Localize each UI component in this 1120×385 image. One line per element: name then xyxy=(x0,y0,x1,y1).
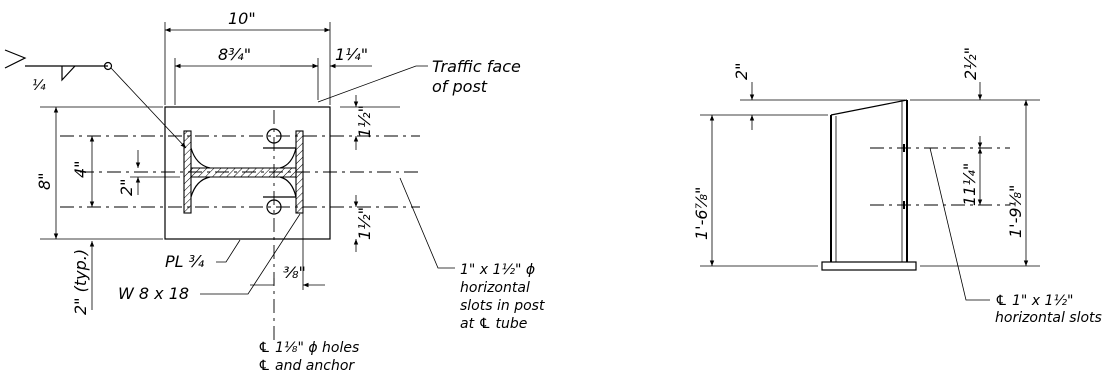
dim-edge-text: 2" (typ.) xyxy=(71,249,90,315)
elev-dim-top-left-text: 2" xyxy=(732,62,751,80)
dim-plate-inner-text: 8¾" xyxy=(218,45,251,64)
weld-size-text: ¼ xyxy=(32,78,46,94)
beam-web-curve-right-top xyxy=(279,147,297,169)
beam-web-curve-bottom xyxy=(190,176,211,198)
dim-hole-offset-text: ⅜" xyxy=(283,263,306,282)
dim-small-text: 2" xyxy=(117,178,136,196)
elev-dim-slot-spacing-text: 11¼" xyxy=(960,163,979,206)
traffic-face-text-2: of post xyxy=(432,77,488,96)
dim-right-upper-text: 1½" xyxy=(355,105,374,138)
dim-mid-text: 4" xyxy=(71,160,90,178)
post-top-edge xyxy=(830,99,908,116)
base-plate xyxy=(164,106,331,240)
dim-top-text: 10" xyxy=(228,9,256,28)
beam-web-curve-top xyxy=(190,147,211,169)
beam-label: W 8 x 18 xyxy=(118,284,189,303)
hole-note-line-2: ℄ and anchor xyxy=(258,358,355,374)
dim-offset-text: 1¼" xyxy=(335,45,368,64)
elevation-base-plate xyxy=(821,261,917,271)
elev-slot-leader xyxy=(929,147,990,301)
elevation-view: 2" 2½" 1'-6⅞" 11¼" 1'-9⅛" ℄ 1" x 1½" hor… xyxy=(692,47,1102,326)
slot-note-leader xyxy=(399,177,455,269)
slot-note-line-2: horizontal xyxy=(460,280,530,296)
elev-dim-top-right-text: 2½" xyxy=(961,47,980,80)
hole-note-line-1: ℄ 1⅛" ϕ holes xyxy=(258,340,359,356)
traffic-face-leader xyxy=(317,65,428,103)
slot-note-line-3: slots in post xyxy=(460,298,545,314)
plate-label: PL ¾ xyxy=(165,252,205,271)
plate-leader xyxy=(216,239,241,263)
beam-web-curve-right-bottom xyxy=(279,176,297,198)
beam-web xyxy=(190,167,297,178)
beam-leader xyxy=(200,213,301,295)
plan-view: 10" 8¾" 1¼" Traffic face of post 8" 4" 2… xyxy=(4,9,545,374)
elev-slot-note-line-2: horizontal slots xyxy=(995,310,1102,326)
elev-dim-left-height-text: 1'-6⅞" xyxy=(692,187,711,240)
weld-symbol: ¼ xyxy=(4,49,187,149)
elev-slot-note-line-1: ℄ 1" x 1½" xyxy=(995,293,1073,309)
slot-note-line-1: 1" x 1½" ϕ xyxy=(460,262,535,278)
traffic-face-text-1: Traffic face xyxy=(432,57,521,76)
dim-right-lower-text: 1½" xyxy=(355,207,374,240)
elev-dim-right-height-text: 1'-9⅛" xyxy=(1006,185,1025,238)
slot-note-line-4: at ℄ tube xyxy=(460,316,527,332)
dim-height-text: 8" xyxy=(35,172,54,190)
